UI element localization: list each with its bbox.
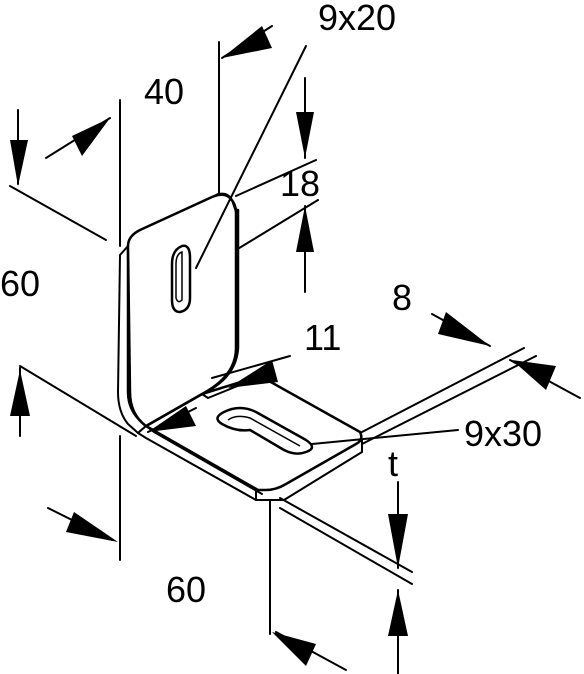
label-slot-9x20: 9x20 xyxy=(318,0,396,38)
label-slot-9x30: 9x30 xyxy=(464,413,542,454)
arrow-60-bottom xyxy=(10,370,30,416)
arrow-t-lower xyxy=(388,590,408,636)
arrow-8-upper xyxy=(438,312,490,346)
upper-slot xyxy=(170,244,192,314)
label-height-60: 60 xyxy=(0,263,40,304)
ext-8-lower xyxy=(361,355,537,445)
leader-9x20 xyxy=(195,45,307,269)
arrow-40-upper xyxy=(222,26,272,58)
ext-60-bottom xyxy=(19,365,137,437)
arrow-60b-right xyxy=(272,632,316,666)
arrow-18-lower xyxy=(296,206,314,252)
dimension-lines xyxy=(9,25,581,674)
arrow-60-top xyxy=(10,140,28,186)
label-hole-offset-18: 18 xyxy=(280,163,320,204)
ext-11-upper xyxy=(211,355,291,379)
arrow-8-lower xyxy=(512,360,556,390)
dimension-labels: 40 9x20 18 60 11 8 9x30 t 60 xyxy=(0,0,542,610)
arrowheads xyxy=(10,26,556,666)
arrow-t-upper xyxy=(388,514,408,568)
label-thickness-t: t xyxy=(388,443,398,484)
lower-slot-inner xyxy=(227,415,301,447)
ext-8-upper xyxy=(361,347,525,433)
label-edge-offset-8: 8 xyxy=(392,277,412,318)
arrow-18-upper xyxy=(296,112,314,158)
arrow-60b-left xyxy=(66,512,118,542)
arrow-11-upper xyxy=(228,360,278,388)
label-width-40: 40 xyxy=(144,71,184,112)
upper-slot-inner xyxy=(175,250,183,303)
arrow-11-lower xyxy=(148,406,196,432)
ext-t-upper xyxy=(279,497,413,573)
ext-18-upper xyxy=(235,159,317,197)
vertical-leg-top-edge xyxy=(211,192,237,213)
ext-60-top xyxy=(9,185,107,241)
lower-slot xyxy=(216,406,314,455)
ext-t-lower xyxy=(279,507,413,585)
label-slot-offset-11: 11 xyxy=(304,317,341,358)
leader-9x30 xyxy=(311,429,459,445)
label-length-60: 60 xyxy=(166,569,206,610)
arrow-40-lower xyxy=(72,118,110,156)
